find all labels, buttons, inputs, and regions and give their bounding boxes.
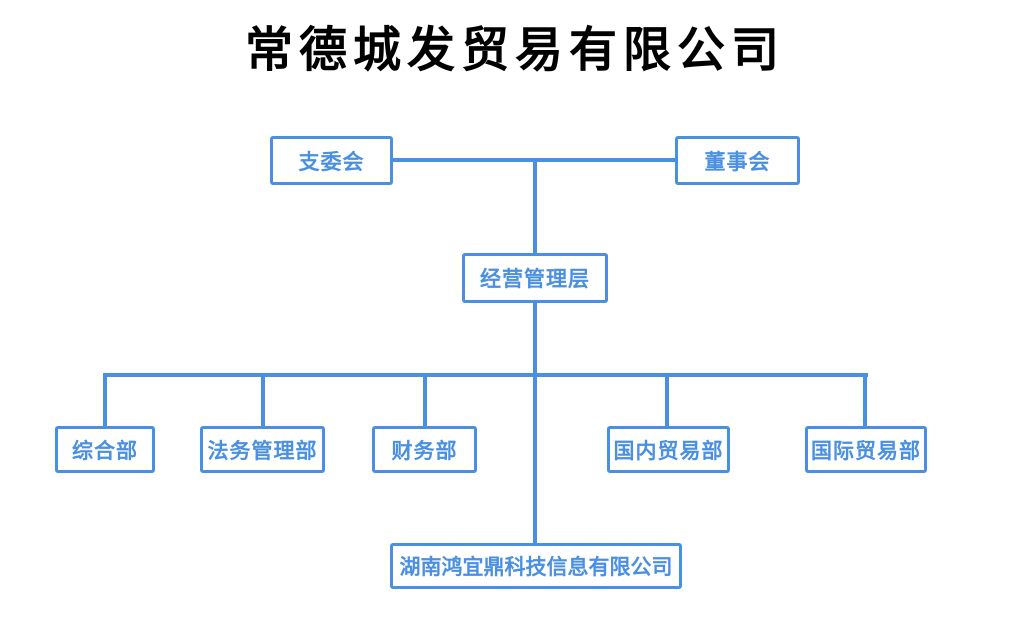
connector-department-distribution-horizontal <box>103 373 868 377</box>
connector-drop-domestic-trade-dept <box>665 375 669 426</box>
node-general-dept: 综合部 <box>55 426 155 473</box>
page-title: 常德城发贸易有限公司 <box>244 24 785 77</box>
node-subsidiary-company: 湖南鸿宜鼎科技信息有限公司 <box>390 543 682 589</box>
node-board-of-directors: 董事会 <box>675 136 800 185</box>
node-management-level: 经营管理层 <box>462 253 608 303</box>
node-domestic-trade-dept: 国内贸易部 <box>607 426 730 473</box>
connector-drop-legal-dept <box>261 375 265 426</box>
node-branch-committee: 支委会 <box>270 136 393 185</box>
connector-management-to-subsidiary-vertical <box>533 303 537 545</box>
connector-top-to-management-vertical <box>533 160 537 255</box>
connector-drop-finance-dept <box>423 375 427 426</box>
node-finance-dept: 财务部 <box>372 426 477 473</box>
node-international-trade-dept: 国际贸易部 <box>805 426 927 473</box>
connector-drop-international-trade-dept <box>863 375 867 426</box>
node-legal-dept: 法务管理部 <box>200 426 325 473</box>
connector-drop-general-dept <box>103 375 107 426</box>
